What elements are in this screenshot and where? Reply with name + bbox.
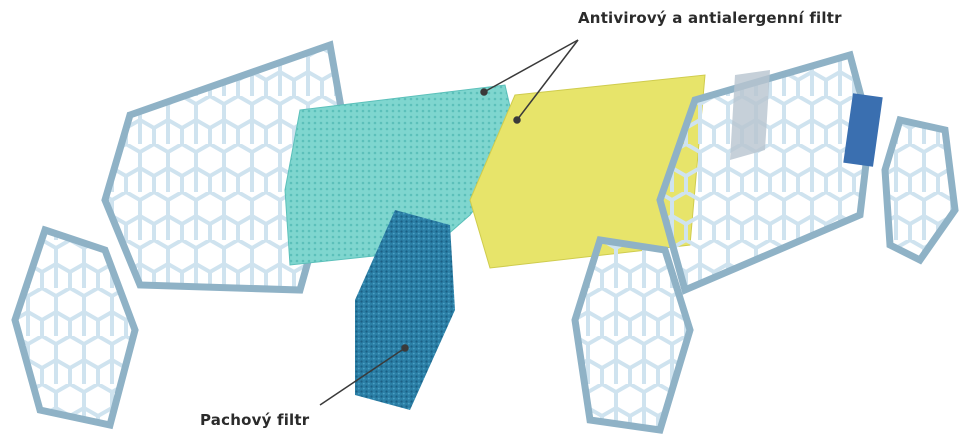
left-small-frame xyxy=(15,230,135,425)
antiviral-filter-label: Antivirový a antialergenní filtr xyxy=(578,9,842,27)
odor-filter-label: Pachový filtr xyxy=(200,411,309,429)
right-small-frame-bottom xyxy=(575,240,690,430)
right-small-frame-top xyxy=(885,120,955,260)
